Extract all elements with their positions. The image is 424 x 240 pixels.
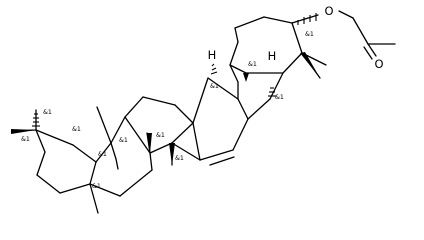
molecule-structure: H H O O &1 &1 &1 &1 &1 &1 &1 &1 &1 &1 &1… <box>11 4 396 214</box>
bond-skeleton <box>12 10 396 214</box>
stereo-label: &1 <box>72 126 81 133</box>
atom-label-h-ring-d: H <box>267 49 277 63</box>
svg-text:H: H <box>208 48 217 62</box>
stereo-label: &1 <box>43 109 52 116</box>
stereo-label: &1 <box>21 136 30 143</box>
svg-text:H: H <box>268 49 277 63</box>
stereo-label: &1 <box>175 155 184 162</box>
atom-label-o-carbonyl: O <box>373 57 384 71</box>
atom-label-h-ring-b: H <box>207 48 217 62</box>
svg-text:O: O <box>324 4 333 18</box>
stereo-label: &1 <box>275 94 284 101</box>
atom-label-o-ester: O <box>323 4 334 18</box>
stereo-label: &1 <box>156 132 165 139</box>
stereo-label: &1 <box>248 61 257 68</box>
stereo-label: &1 <box>119 137 128 144</box>
svg-text:O: O <box>374 57 383 71</box>
stereo-label: &1 <box>305 31 314 38</box>
stereo-label: &1 <box>92 183 101 190</box>
hashed-bonds <box>32 13 317 127</box>
wedge-bonds <box>11 52 320 165</box>
stereo-label: &1 <box>210 83 219 90</box>
stereo-labels: &1 &1 &1 &1 &1 &1 &1 &1 &1 &1 &1 &1 <box>21 31 314 190</box>
stereo-label: &1 <box>98 151 107 158</box>
